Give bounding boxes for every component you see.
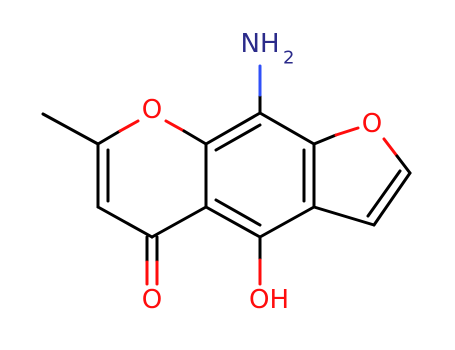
pyran-oxygen-label: O [142,95,162,125]
bond-c5-c4a-double [214,198,262,227]
bond-c2-opyran-b [118,119,140,133]
bond-c2f-c3f-double [366,169,402,218]
nh2-subscript: 2 [283,48,294,69]
bond-c5a-c5 [258,205,316,239]
bond-c2-opyran-a [96,129,122,146]
bond-opyran-c8a-b [182,129,208,146]
bond-ofuran-c2f-a [382,137,399,158]
bond-c9a-ofuran-b [334,126,360,137]
bond-methyl-c2 [41,112,100,146]
hydroxyl-label: OH [249,285,289,315]
bond-c3-c4 [96,205,154,239]
bond-c2f-c3f [372,171,412,227]
bond-c3f-c5a [312,205,376,227]
furan-oxygen-label: O [362,109,382,139]
bond-lines [41,64,412,286]
atom-labels: NH 2 O O O OH [142,29,382,315]
bond-c4-c4a [150,205,208,239]
carbonyl-oxygen-label: O [142,285,162,315]
bond-ofuran-c2f-b [395,154,412,175]
bond-c9-c9a [258,111,316,146]
bond-c9a-ofuran-a [312,133,338,146]
bond-c8a-c9-double [214,123,262,152]
bond-c8a-c9 [204,111,262,146]
nh2-label: NH [241,29,280,59]
bond-opyran-c8a-a [164,119,186,133]
bond-c5-c4a [204,205,262,239]
